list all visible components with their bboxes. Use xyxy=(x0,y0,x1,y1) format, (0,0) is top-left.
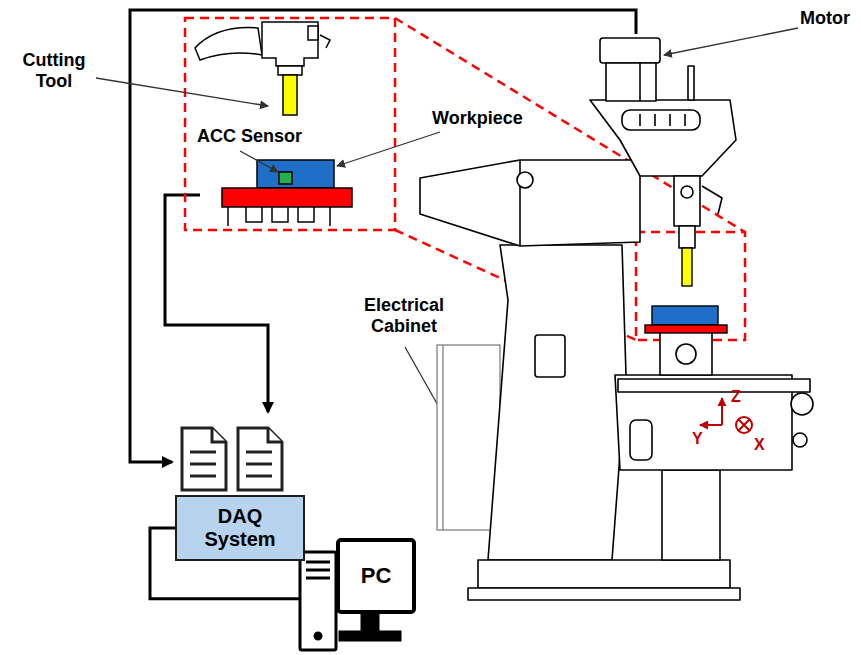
axis-symbol xyxy=(700,398,752,433)
machine-table xyxy=(222,188,352,207)
leader-line xyxy=(664,28,798,55)
file-icon xyxy=(182,428,226,490)
node-text: DAQ System xyxy=(190,505,290,551)
axis-label: Z xyxy=(731,388,741,406)
table-base xyxy=(228,207,330,226)
milling-machine xyxy=(688,66,694,100)
milling-machine xyxy=(535,335,565,377)
part-label: Workpiece xyxy=(432,108,523,129)
milling-machine xyxy=(606,63,656,101)
axis-symbol xyxy=(700,424,722,426)
milling-machine xyxy=(590,100,736,176)
electrical-cabinet xyxy=(437,345,500,530)
milling-machine xyxy=(478,560,730,588)
cutting-tool xyxy=(682,248,692,286)
milling-machine xyxy=(488,245,626,560)
zoom-outline xyxy=(185,18,395,230)
zoom-outline xyxy=(185,18,745,340)
machine-table xyxy=(645,325,727,333)
milling-machine xyxy=(676,344,696,364)
part-label: ACC Sensor xyxy=(197,126,302,147)
leader-line xyxy=(240,151,278,172)
acc-sensor xyxy=(279,172,292,184)
zoom-spindle xyxy=(195,28,262,60)
table-base xyxy=(228,207,330,226)
axis-label: Y xyxy=(692,430,703,448)
zoom-spindle xyxy=(308,26,318,40)
computer-icon xyxy=(306,562,330,578)
file-icon xyxy=(246,452,272,476)
zoom-outline xyxy=(636,232,745,340)
zoom-spindle xyxy=(262,22,318,66)
axis-label: X xyxy=(754,436,765,454)
milling-machine xyxy=(791,393,813,415)
cutting-tool xyxy=(283,75,297,115)
milling-machine xyxy=(660,332,712,375)
milling-machine xyxy=(622,110,700,130)
part-label: Cutting Tool xyxy=(12,50,96,91)
computer-icon xyxy=(362,612,378,632)
zoom-spindle xyxy=(278,66,302,75)
axis-symbol xyxy=(736,417,752,433)
milling-machine xyxy=(639,63,641,101)
computer-icon xyxy=(340,632,400,640)
milling-machine xyxy=(793,433,807,447)
axis-symbol xyxy=(721,398,723,425)
milling-machine xyxy=(662,470,720,560)
leader-line xyxy=(96,78,268,106)
milling-machine xyxy=(600,38,660,63)
milling-machine xyxy=(674,176,700,226)
milling-machine xyxy=(517,172,533,188)
leader-line xyxy=(337,132,440,166)
node-text: PC xyxy=(361,563,392,588)
milling-machine xyxy=(702,186,722,214)
file-icon xyxy=(268,428,282,442)
file-icon xyxy=(182,428,282,490)
milling-machine xyxy=(468,588,740,600)
process-box: DAQ System xyxy=(175,495,305,561)
milling-machine xyxy=(681,186,693,198)
file-icon xyxy=(212,428,226,442)
workpiece xyxy=(652,306,718,325)
monitor-screen: PC xyxy=(336,538,416,614)
milling-machine xyxy=(420,38,813,600)
milling-machine xyxy=(420,160,640,246)
electrical-cabinet xyxy=(442,345,443,530)
computer-icon xyxy=(300,552,336,650)
milling-machine xyxy=(640,114,685,126)
milling-machine xyxy=(630,420,652,460)
file-icon xyxy=(238,428,282,490)
electrical-cabinet xyxy=(437,345,500,530)
zoom-spindle xyxy=(195,22,330,75)
workpiece xyxy=(257,160,334,188)
axis-symbol xyxy=(738,419,750,431)
part-label: Motor xyxy=(800,8,850,29)
zoom-spindle xyxy=(320,35,330,48)
part-label: Electrical Cabinet xyxy=(352,295,456,336)
signal-wire xyxy=(165,195,268,412)
milling-machine xyxy=(618,379,810,392)
computer-icon xyxy=(315,633,321,639)
milling-machine xyxy=(679,226,695,248)
file-icon xyxy=(190,452,216,476)
